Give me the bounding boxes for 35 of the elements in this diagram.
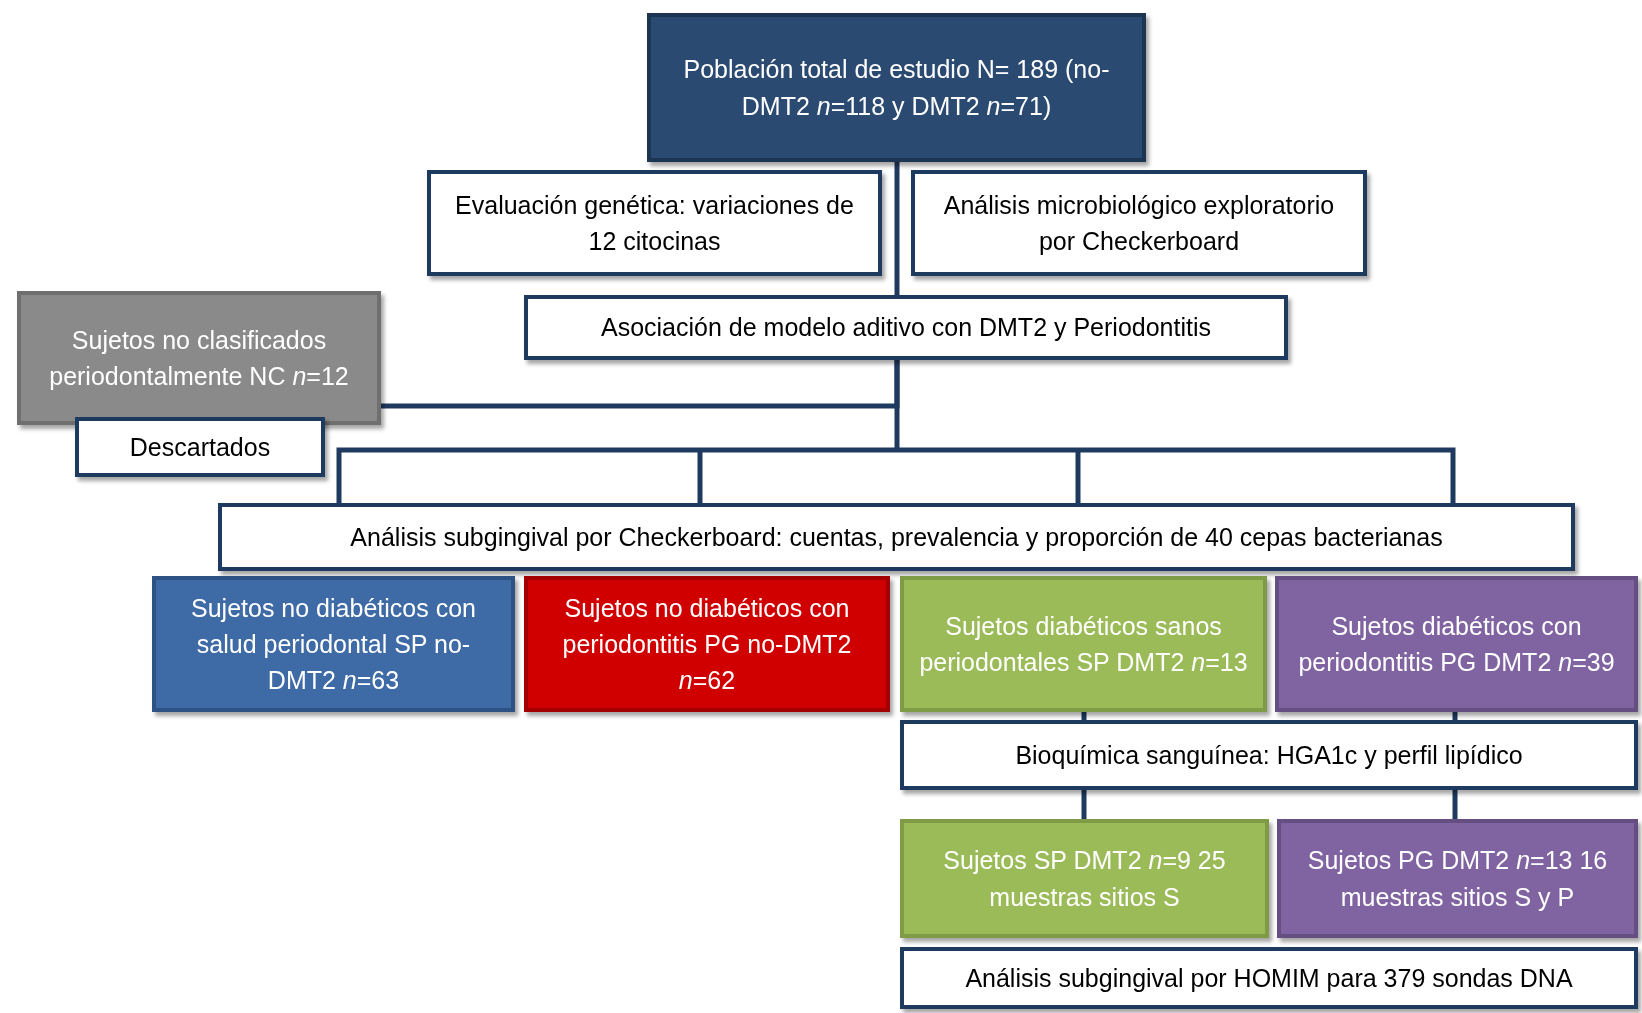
- box-text: Población total de estudio N= 189 (no-DMT2 n=118 y DMT2 n=71): [682, 54, 1111, 122]
- process-box: [911, 170, 1367, 276]
- box-text: Bioquímica sanguínea: HGA1c y perfil lipídico: [1014, 739, 1524, 771]
- process-box: [75, 417, 325, 477]
- box-text: Sujetos no diabéticos con periodontitis PG no-DMT2 n=62: [561, 592, 853, 697]
- process-box: [900, 720, 1638, 790]
- process-box: [17, 291, 381, 425]
- box-text: Análisis subgingival por Checkerboard: cuentas, prevalencia y proporción de 40 cepas bacterianas: [349, 521, 1444, 553]
- connector-line: [1081, 790, 1087, 819]
- group-box: [900, 576, 1267, 712]
- box-text: Asociación de modelo aditivo con DMT2 y Periodontitis: [600, 312, 1212, 344]
- connector-line: [1452, 790, 1458, 819]
- connector-line: [894, 162, 900, 295]
- group-box: [152, 576, 515, 712]
- box-text: Análisis subgingival por HOMIM para 379 sondas DNA: [964, 962, 1574, 994]
- box-text: Sujetos no clasificados periodontalmente NC n=12: [48, 324, 350, 392]
- box-text: Sujetos PG DMT2 n=13 16 muestras sitios S y P: [1306, 845, 1609, 913]
- box-text: Sujetos diabéticos sanos periodontales SP DMT2 n=13: [918, 610, 1249, 678]
- connector-line: [1452, 712, 1458, 720]
- process-box: [647, 13, 1146, 162]
- group-box: [1277, 819, 1638, 938]
- box-text: Sujetos no diabéticos con salud periodontal SP no-DMT2 n=63: [190, 592, 477, 697]
- group-box: [1275, 576, 1638, 712]
- process-box: [218, 503, 1575, 571]
- group-box: [524, 576, 890, 712]
- box-text: Sujetos SP DMT2 n=9 25 muestras sitios S: [942, 845, 1227, 913]
- process-box: [900, 947, 1638, 1009]
- box-text: Evaluación genética: variaciones de 12 citocinas: [454, 189, 855, 257]
- group-box: [900, 819, 1269, 938]
- box-text: Análisis microbiológico exploratorio por Checkerboard: [942, 189, 1336, 257]
- connector-line: [1081, 712, 1087, 720]
- box-text: Sujetos diabéticos con periodontitis PG DMT2 n=39: [1297, 610, 1616, 678]
- process-box: [427, 170, 882, 276]
- process-box: [524, 295, 1288, 360]
- box-text: Descartados: [128, 431, 272, 463]
